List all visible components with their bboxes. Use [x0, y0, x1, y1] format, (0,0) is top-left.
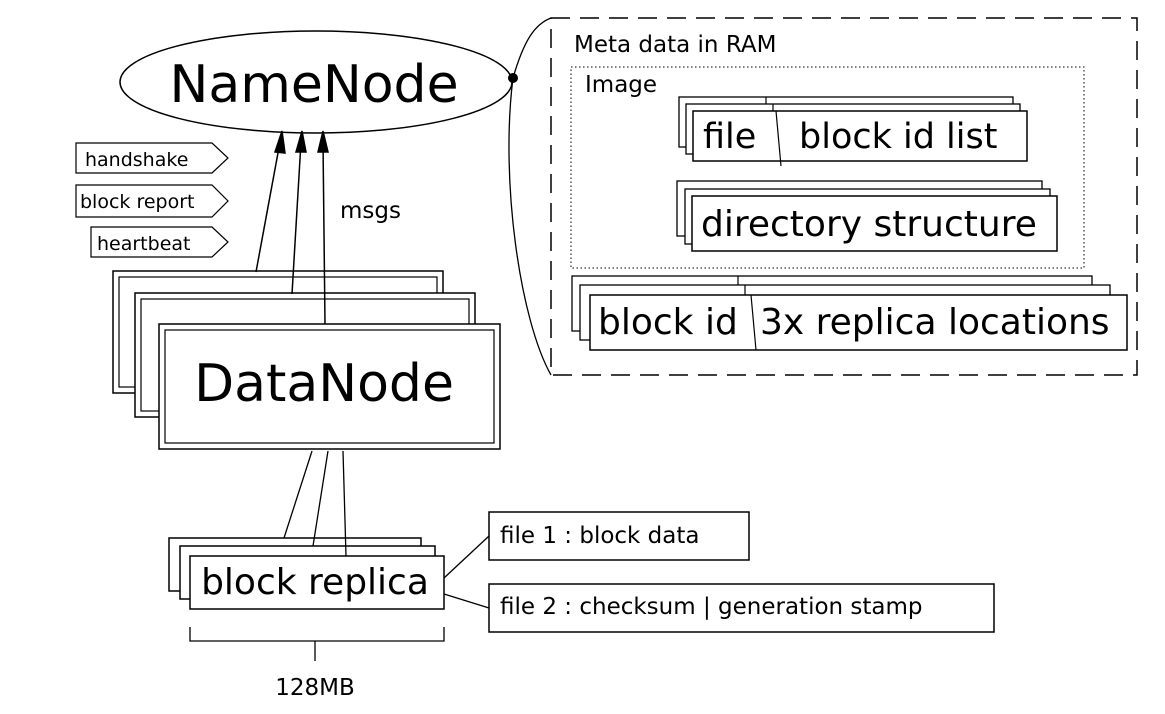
file2-box: file 2 : checksum | generation stamp [488, 583, 995, 633]
image-border [570, 66, 1085, 269]
size-brace [189, 627, 445, 661]
datanode-stack: DataNode [112, 270, 501, 450]
metadata-panel: Meta data in RAM Image file block id lis… [508, 17, 1138, 376]
namenode-label: NameNode [169, 55, 458, 115]
file-blocklist-record: file block id list [678, 96, 1028, 167]
tag-handshake-label: handshake [85, 149, 188, 171]
file-cell: file [703, 117, 756, 157]
message-tags: handshake block report heartbeat [75, 142, 229, 258]
tag-heartbeat-label: heartbeat [97, 233, 190, 255]
datanode-label: DataNode [194, 354, 454, 414]
blockid-locations-record: block id 3x replica locations [571, 275, 1128, 351]
datanode-replica-links [283, 450, 347, 557]
image-label: Image [585, 72, 657, 98]
directory-cell: directory structure [701, 204, 1037, 245]
tag-heartbeat: heartbeat [90, 226, 229, 258]
block-replica-stack: block replica [168, 537, 445, 610]
size-label: 128MB [275, 675, 355, 701]
callout-top-line [512, 17, 552, 79]
file2-label: file 2 : checksum | generation stamp [500, 594, 923, 620]
block-id-list-cell: block id list [799, 117, 997, 157]
tag-block-report: block report [75, 184, 229, 218]
callout-bottom-line [508, 77, 552, 376]
replica-locations-cell: 3x replica locations [760, 302, 1110, 343]
tag-handshake: handshake [75, 142, 229, 174]
heartbeat-arrows [255, 130, 329, 325]
callout-anchor-dot [508, 73, 518, 83]
namenode-node: NameNode [119, 30, 513, 134]
replica-file-links [443, 535, 490, 609]
block-id-cell: block id [598, 302, 738, 343]
block-replica-label: block replica [201, 562, 429, 603]
file1-box: file 1 : block data [488, 511, 750, 561]
file1-label: file 1 : block data [500, 523, 700, 549]
msgs-label: msgs [340, 198, 401, 224]
replica-frame-front [189, 555, 445, 610]
metadata-border [550, 17, 1138, 376]
datanode-frame-front [158, 323, 501, 450]
tag-block-report-label: block report [80, 191, 194, 213]
directory-record: directory structure [676, 180, 1058, 252]
metadata-title: Meta data in RAM [574, 32, 776, 58]
